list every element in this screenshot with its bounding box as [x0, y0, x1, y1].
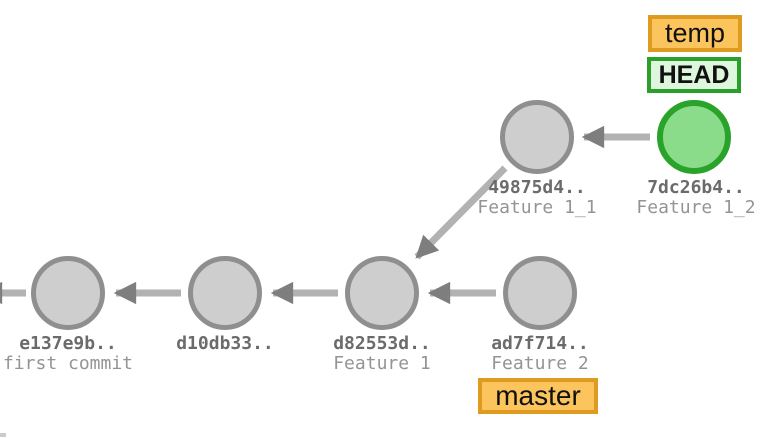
- commit-message: Feature 1: [333, 353, 431, 374]
- commit-hash: e137e9b..: [19, 333, 117, 354]
- commit-label-e137e9b: e137e9b.. first commit: [0, 334, 178, 374]
- commit-message: Feature 1_1: [477, 197, 597, 218]
- commit-message: Feature 1_2: [636, 197, 756, 218]
- edge-49875d4-to-d82553d: [414, 165, 508, 260]
- commit-hash: 7dc26b4..: [647, 177, 745, 198]
- branch-badge-master[interactable]: master: [478, 378, 598, 414]
- commit-label-d82553d: d82553d.. Feature 1: [272, 334, 492, 374]
- commit-node-7dc26b4-head[interactable]: [657, 100, 731, 174]
- commit-node-e137e9b[interactable]: [31, 256, 105, 330]
- commit-node-49875d4[interactable]: [500, 100, 574, 174]
- commit-node-d82553d[interactable]: [345, 256, 419, 330]
- commit-message: Feature 2: [491, 353, 589, 374]
- commit-hash: 49875d4..: [488, 177, 586, 198]
- commit-node-ad7f714[interactable]: [503, 256, 577, 330]
- commit-message: first commit: [2, 353, 134, 374]
- commit-hash: ad7f714..: [491, 333, 589, 354]
- branch-badge-temp[interactable]: temp: [648, 15, 742, 52]
- commit-node-d10db33[interactable]: [188, 256, 262, 330]
- commit-hash: d82553d..: [333, 333, 431, 354]
- head-badge[interactable]: HEAD: [647, 57, 741, 93]
- commit-label-ad7f714: ad7f714.. Feature 2: [430, 334, 650, 374]
- commit-label-d10db33: d10db33..: [115, 334, 335, 354]
- commit-label-49875d4: 49875d4.. Feature 1_1: [427, 178, 647, 218]
- clipped-edge-artifact: [0, 433, 6, 437]
- commit-hash: d10db33..: [176, 333, 274, 354]
- commit-label-7dc26b4: 7dc26b4.. Feature 1_2: [586, 178, 768, 218]
